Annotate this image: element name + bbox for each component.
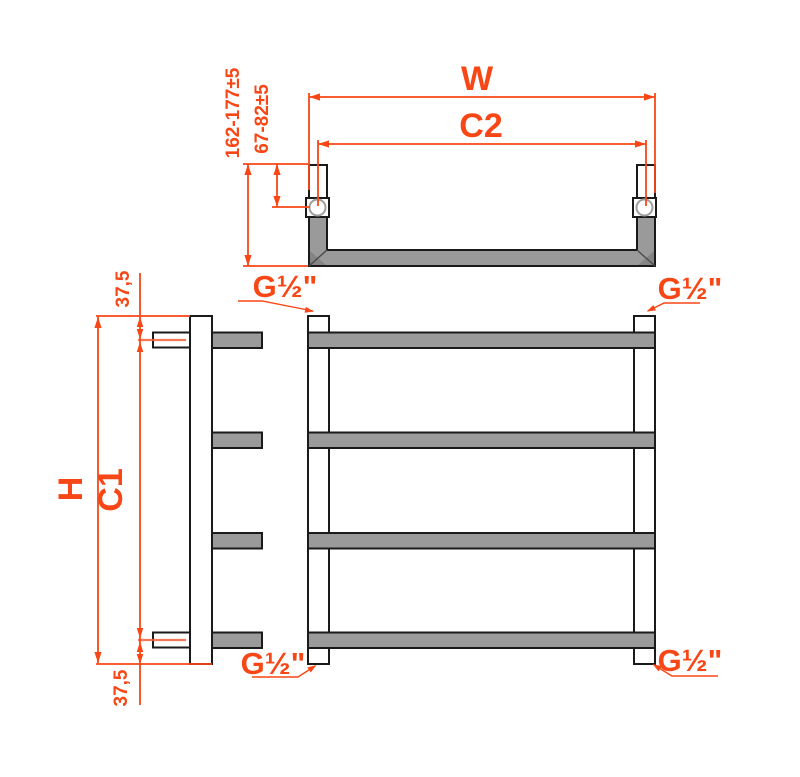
miter-line-left [308,249,328,267]
arrowhead [244,164,252,175]
leader-arrowhead [307,665,317,673]
side-crossbar-2 [211,431,263,449]
dim-depth-total-label: 162-177±5 [223,67,244,158]
leader-arrowhead [646,304,656,312]
dim-depth-axis-label: 67-82±5 [252,84,273,154]
front-crossbar-4 [307,631,656,649]
leader-top-left [238,300,314,312]
arrowhead [136,329,144,339]
thread-label-top-right: G½" [658,271,723,306]
dim-w-label: W [461,60,494,98]
dim-offset-top-label: 37,5 [113,270,134,307]
valve-port-right [635,198,654,217]
arrowhead [273,164,281,175]
front-vertical-tube-left [307,315,330,665]
dim-c2-label: C2 [459,107,502,145]
dim-c1-label: C1 [92,468,130,511]
leader-arrowhead [652,664,662,672]
leader-arrowhead [304,306,314,313]
side-crossbar-4 [211,631,263,649]
arrowhead [244,255,252,266]
thread-label-bottom-right: G½" [658,643,723,678]
arrowhead [136,642,144,652]
side-crossbar-3 [211,532,263,550]
arrowhead [136,317,144,327]
arrowhead [644,93,655,101]
top-view: W C2 162-177±5 67-82±5 [223,60,657,267]
front-view [307,315,656,665]
arrowhead [273,196,281,207]
arrowhead [318,140,329,148]
side-crossbar-1 [211,331,263,349]
arrowhead [94,652,102,663]
front-crossbar-1 [307,331,656,349]
arrowhead [94,317,102,328]
thread-label-bottom-left: G½" [241,646,306,681]
side-view: H C1 37,5 37,5 [52,270,263,706]
arrowhead [136,654,144,664]
arrowhead [136,628,144,638]
front-crossbar-2 [307,431,656,449]
dim-offset-bottom-label: 37,5 [111,669,132,706]
arrowhead [136,342,144,352]
front-crossbar-3 [307,532,656,550]
thread-label-top-left: G½" [253,269,318,304]
side-vertical-tube [189,315,213,665]
miter-line-right [636,249,656,267]
front-vertical-tube-right [633,315,656,665]
thread-labels: G½" G½" G½" G½" [238,269,722,681]
arrowhead [309,93,320,101]
collector-tube [308,216,656,267]
dim-h-label: H [52,477,90,502]
arrowhead [635,140,646,148]
